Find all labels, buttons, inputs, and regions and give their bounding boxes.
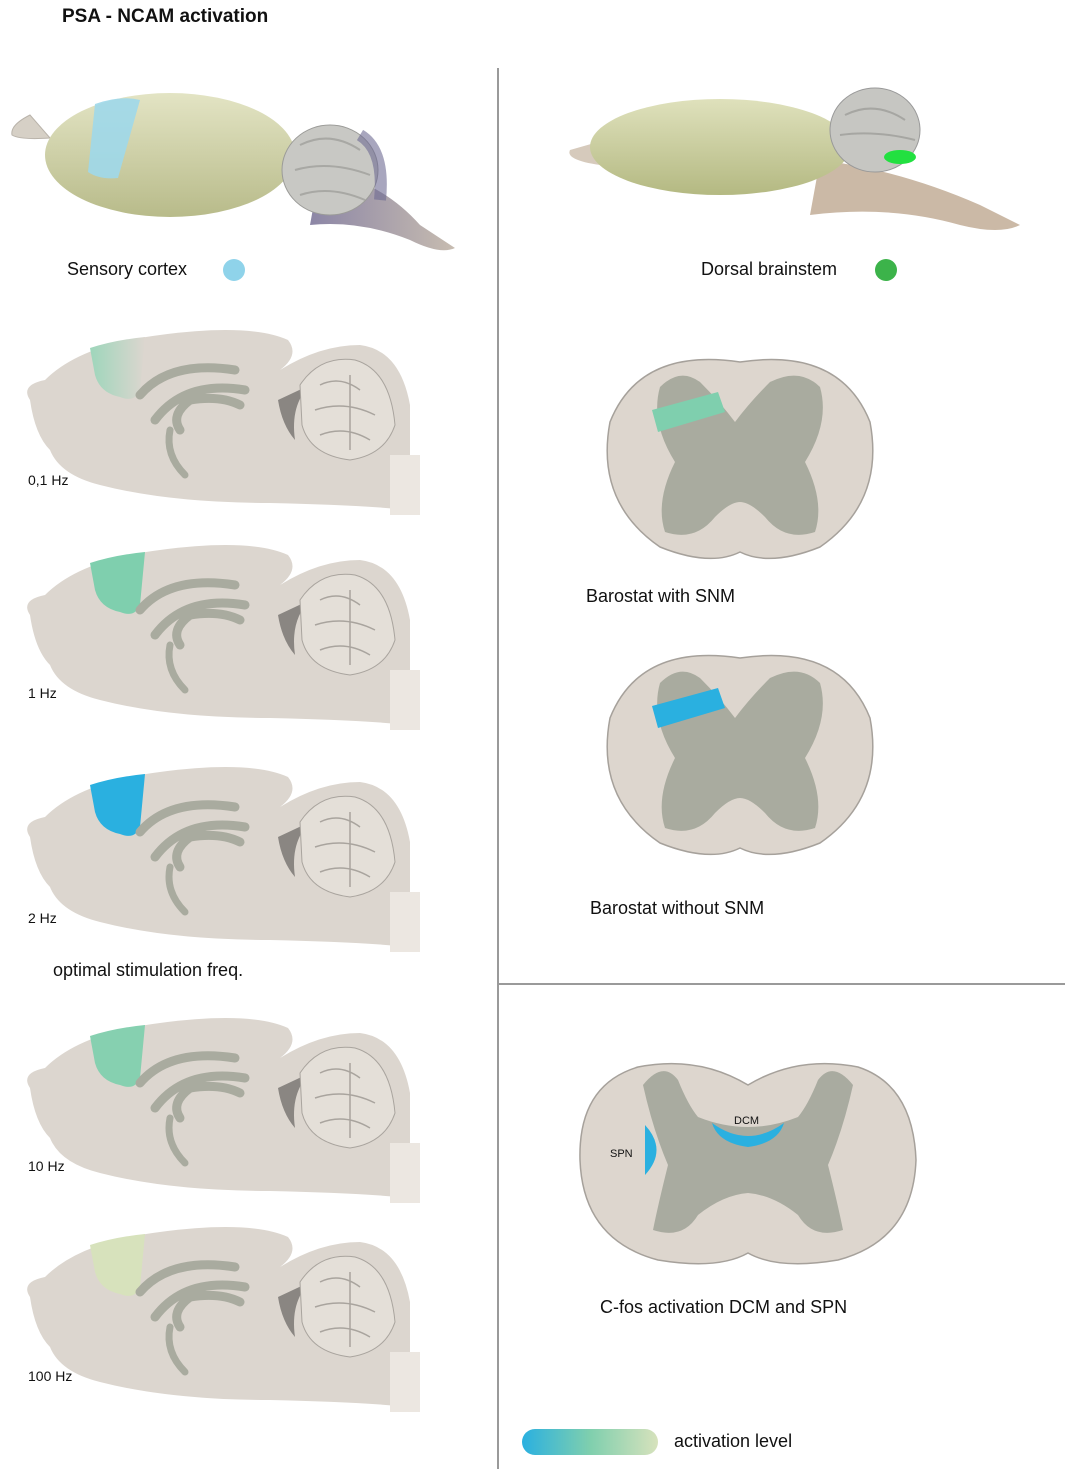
sagittal-brain-2: [20, 762, 420, 952]
brain-3d-brainstem: [560, 75, 1030, 245]
sagittal-brain-3: [20, 1013, 420, 1203]
frequency-label: 1 Hz: [28, 685, 57, 701]
frequency-label: 10 Hz: [28, 1158, 65, 1174]
dorsal-brainstem-label: Dorsal brainstem: [701, 259, 837, 280]
section-label: Barostat without SNM: [590, 898, 764, 919]
spn-label: SPN: [610, 1148, 633, 1160]
dcm-label: DCM: [734, 1115, 759, 1127]
spinal-section-1: [600, 648, 880, 863]
frequency-label: 100 Hz: [28, 1368, 72, 1384]
activation-gradient: [522, 1429, 658, 1455]
optimal-note: optimal stimulation freq.: [53, 960, 243, 981]
sagittal-brain-4: [20, 1222, 420, 1412]
frequency-label: 2 Hz: [28, 910, 57, 926]
spinal-section-0: [600, 352, 880, 567]
legend-label: activation level: [674, 1431, 792, 1452]
cfos-label: C-fos activation DCM and SPN: [600, 1297, 847, 1318]
sagittal-brain-0: [20, 325, 420, 515]
section-label: Barostat with SNM: [586, 586, 735, 607]
vertical-divider: [497, 68, 499, 1469]
cfos-section: [578, 1055, 918, 1270]
figure-title: PSA - NCAM activation: [62, 6, 268, 28]
frequency-label: 0,1 Hz: [28, 472, 68, 488]
sensory-cortex-dot: [223, 259, 245, 281]
sagittal-brain-1: [20, 540, 420, 730]
dorsal-brainstem-dot: [875, 259, 897, 281]
brain-3d-sensory: [0, 60, 470, 260]
sensory-cortex-label: Sensory cortex: [67, 259, 187, 280]
horizontal-divider: [499, 983, 1065, 985]
